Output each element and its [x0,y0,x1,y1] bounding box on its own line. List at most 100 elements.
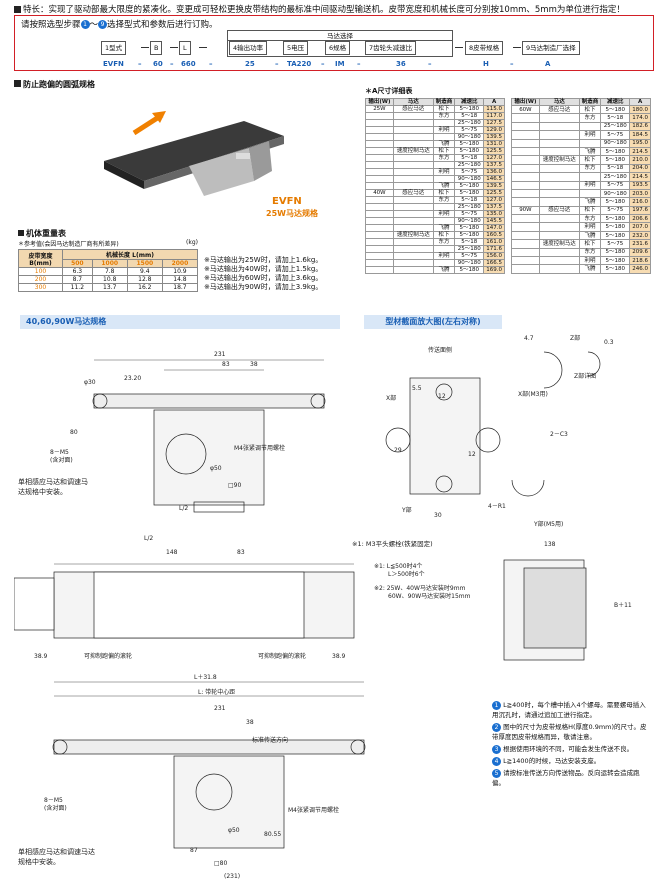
note-1: 1 L≧400时，每个槽中插入4个螺母。需要螺母插入用沉孔时，请通过追加工进行指… [492,700,646,719]
spec-cell-w [511,239,540,249]
spec-cell-a: 210.0 [629,155,651,165]
svg-text:60W、90W马达安装时15mm: 60W、90W马达安装时15mm [388,592,471,600]
spec-cell-ratio: 5～180 [600,264,631,274]
spec-cell-w [365,161,394,169]
spec-cell-a: 171.6 [483,245,505,253]
spec-cell-maker: 松下 [578,104,602,115]
spec-cell-w [511,121,540,132]
weight-table-title: 机体重量表 [26,229,66,238]
svg-text:23.20: 23.20 [124,375,141,382]
spec-cell-motor: 速度控制马达 [392,147,434,155]
spec-cell-a: 204.0 [629,163,651,174]
spec-cell-maker: 松下 [432,189,456,197]
spec-cell-motor [392,154,434,162]
spec-cell-a: 137.5 [483,203,505,211]
spec-cell-motor [392,259,434,267]
spec-cell-maker: 松下 [578,205,602,216]
spec-cell-maker: 利明 [432,126,456,134]
spec-cell-a: 166.5 [483,259,505,267]
spec-cell-maker: 东方 [578,214,602,224]
spec-cell-motor [392,175,434,183]
spec-cell-motor [538,138,580,148]
spec-cell-maker: 飞腾 [578,230,602,241]
spec-cell-a: 214.5 [629,172,651,182]
spec-cell-maker: 东方 [432,112,456,120]
svg-text:X部: X部 [386,394,396,402]
example-output: 25 [245,60,255,68]
spec-cell-motor [392,217,434,225]
spec-cell-maker: 松下 [578,155,602,165]
svg-text:Y部: Y部 [401,506,412,514]
spec-cell-w [365,133,394,141]
spec-cell-motor: 感应马达 [392,105,434,113]
param-type: 1型式 [101,41,127,55]
spec-cell-motor: 感应马达 [538,205,580,216]
spec-cell-w [365,175,394,183]
spec-cell-motor [392,238,434,246]
spec-cell-maker: 松下 [432,147,456,155]
spec-cell-w [511,214,540,224]
param-output: 4输出功率 [229,41,268,55]
spec-cell-a: 135.0 [483,210,505,218]
spec-cell-a: 125.5 [483,147,505,155]
bottom-notes: 1 L≧400时，每个槽中插入4个螺母。需要螺母插入用沉孔时，请通过追加工进行指… [492,700,652,788]
spec-cell-ratio: 5～180 [600,155,631,165]
spec-cell-a: 139.5 [483,182,505,190]
spec-cell-a: 184.5 [629,130,651,140]
spec-cell-maker: 飞腾 [432,140,456,148]
spec-cell-a: 136.0 [483,168,505,176]
spec-cell-a: 156.0 [483,252,505,260]
example-l: 660 [181,60,196,68]
spec-cell-w [511,155,540,165]
drawing-header-motor: 40,60,90W马达规格 [20,315,340,329]
spec-cell-maker [432,245,456,253]
spec-cell-ratio: 5～180 [600,104,631,115]
spec-cell-a: 145.5 [483,217,505,225]
spec-cell-ratio: 5～75 [454,168,485,176]
spec-cell-a: 147.0 [483,224,505,232]
spec-cell-ratio: 5～180 [600,197,631,207]
spec-cell-a: 146.5 [483,175,505,183]
spec-cell-ratio: 5～180 [454,182,485,190]
spec-cell-maker: 东方 [432,238,456,246]
svg-text:38.9: 38.9 [332,653,346,660]
motor-side-view [503,559,587,661]
svg-text:8－M5: 8－M5 [50,449,69,456]
spec-cell-ratio: 5～75 [600,239,631,249]
svg-text:L/2: L/2 [144,535,153,542]
spec-cell-motor [392,196,434,204]
spec-cell-w [365,259,394,267]
svg-text:※2: 25W、40W马达安装时9mm: ※2: 25W、40W马达安装时9mm [374,584,466,592]
spec-cell-maker [578,138,602,148]
spec-cell-motor [538,172,580,182]
note-2: 2 图中的尺寸为皮带规格H(厚度0.9mm)的尺寸。皮带厚度因皮带规格而异，敬请… [492,722,647,741]
spec-cell-motor: 感应马达 [538,104,580,115]
svg-text:□80: □80 [214,860,227,867]
spec-cell-w [365,154,394,162]
spec-cell-maker [432,203,456,211]
spec-cell-motor [392,245,434,253]
spec-cell-w [511,188,540,199]
spec-cell-ratio: 5～18 [454,154,485,162]
param-maker: 9马达制造厂选择 [522,41,580,55]
spec-cell-ratio: 25～180 [454,119,485,127]
spec-cell-motor: 速度控制马达 [538,155,580,165]
svg-text:φ50: φ50 [228,827,240,834]
spec-cell-w [365,119,394,127]
spec-cell-maker: 东方 [432,154,456,162]
spec-cell-a: 127.5 [483,119,505,127]
spec-cell-ratio: 5～75 [600,205,631,216]
spec-cell-a: 127.0 [483,154,505,162]
spec-cell-maker: 飞腾 [578,264,602,274]
spec-cell-w [511,256,540,266]
